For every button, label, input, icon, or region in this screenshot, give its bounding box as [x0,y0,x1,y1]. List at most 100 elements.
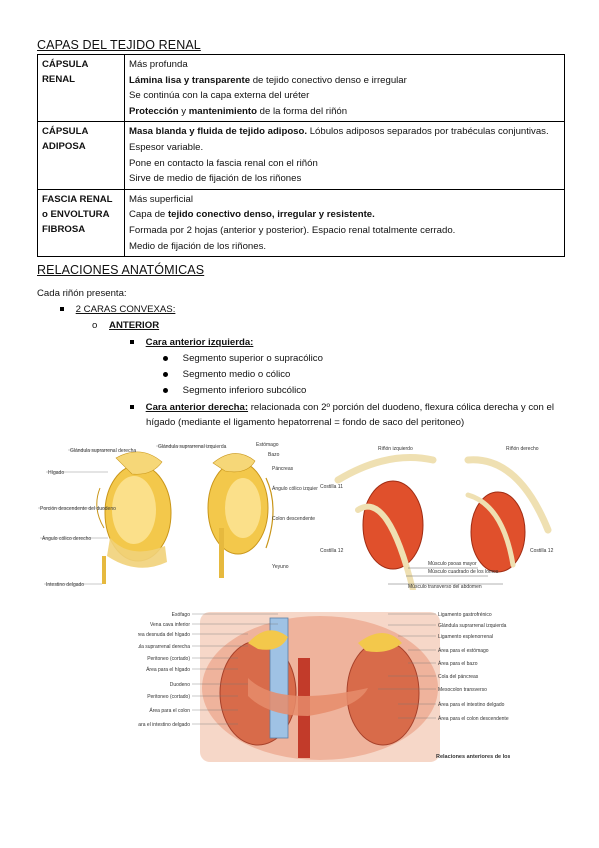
figure-label: Colon descendente [272,516,315,522]
figure-label: Área para el colon descendente [438,715,509,722]
figure-label: Vena cava inferior [150,622,190,628]
figure-label: Músculo cuadrado de los lomos [428,569,499,575]
description-text: Masa blanda y fluida de tejido adiposo. [129,126,308,138]
description-line: Masa blanda y fluida de tejido adiposo. … [129,124,560,140]
description-line: Protección y mantenimiento de la forma d… [129,104,560,120]
description-text: Pone en contacto la fascia renal con el … [129,157,318,169]
figure-label: Duodeno [170,682,191,688]
figure-label: Mesocolon transverso [438,687,487,693]
description-line: Pone en contacto la fascia renal con el … [129,156,560,172]
figure-label: Ligamento gastrofrénico [438,612,492,618]
segmento-label: Segmento inferioro subcólico [182,385,307,396]
description-text: Medio de fijación de los riñones. [129,240,267,252]
figure-label: Glándula suprarrenal izquierda [158,444,227,450]
figure-label: Área para el intestino delgado [438,701,505,708]
description-text: Lóbulos adiposos separados por trabécula… [307,126,549,138]
cara-der-text: relacionada con 2º porción del duodeno, … [248,402,554,413]
figure-label: Área para el hígado [146,666,190,673]
description-line: Se continúa con la capa externa del urét… [129,88,560,104]
figure-label: Porción descendente del duodeno [40,506,116,512]
description-text: Capa de [129,209,168,221]
description-line: Medio de fijación de los riñones. [129,239,560,255]
cara-izq-label: Cara anterior izquierda: [145,337,254,348]
description-text: y [178,105,189,117]
description-line: Más superficial [129,192,560,208]
description-text: Más profunda [129,59,188,70]
round-bullet-icon [163,387,168,393]
figure-label: Costilla 12 [320,548,344,554]
figure-label: Peritoneo (cortado) [147,694,190,700]
figure-label: Yeyuno [272,564,289,570]
figure-label: Peritoneo (cortado) [147,656,190,662]
figure-label: Estómago [256,442,279,448]
description-line: Sirve de medio de fijación de los riñone… [129,171,560,187]
layer-name: CÁPSULA RENAL [37,53,125,123]
caras-convexas-label: 2 CARAS CONVEXAS: [75,304,176,315]
figure-label: Área para el intestino delgado [138,721,190,728]
segmento-label: Segmento superior o supracólico [182,353,323,364]
bullet-segmento-1: Segmento superior o supracólico [163,351,323,366]
figure-label: Hígado [48,470,64,476]
segmento-label: Segmento medio o cólico [182,369,291,380]
description-text: Espesor variable. [129,141,204,153]
figure-label: Páncreas [272,466,294,472]
figure-label: Ángulo cólico derecho [42,535,91,542]
description-line: Lámina lisa y transparente de tejido con… [129,73,560,89]
description-text: Más superficial [129,193,193,205]
figure-label: Cola del páncreas [438,674,479,680]
figure-label: Bazo [268,452,280,458]
cara-der-label: Cara anterior derecha: [145,402,249,413]
layer-name: FASCIA RENAL o ENVOLTURA FIBROSA [37,188,125,258]
square-bullet-icon [130,340,134,345]
intro-text: Cada riñón presenta: [37,288,127,299]
description-text: Sirve de medio de fijación de los riñone… [129,173,302,185]
section-title-relaciones: RELACIONES ANATÓMICAS [37,263,205,277]
round-bullet-icon [163,371,168,377]
description-text: mantenimiento [188,105,257,117]
description-text: de la forma del riñón [256,105,348,117]
figure-label: Intestino delgado [46,582,84,588]
cara-der-text-line2: hígado (mediante el ligamento hepatorren… [146,417,465,428]
description-text: Protección [129,105,179,117]
figure-label: Costilla 12 [530,548,554,554]
figure-label: Glándula suprarrenal derecha [70,448,136,454]
description-text: Lámina lisa y transparente [129,74,251,86]
figure-label: Esófago [172,612,191,618]
figure-label: Riñón derecho [506,446,539,452]
bullet-segmento-2: Segmento medio o cólico [163,367,290,382]
description-line: Espesor variable. [129,140,560,156]
figure-caption: Relaciones anteriores de los riñones [436,754,510,760]
figure-label: Área para el estómago [438,647,489,654]
figure-label: Músculo transverso del abdomen [408,584,482,590]
figure-label: Área para el área desnuda del hígado [138,631,190,638]
round-bullet-icon [163,355,168,361]
figure-label: Ángulo cólico izquierdo [272,485,318,492]
section-title-capas: CAPAS DEL TEJIDO RENAL [37,38,201,52]
figure-label: Área para el bazo [438,660,478,667]
right-kidney-drawing [96,451,172,584]
kidney-anterior-illustration: Glándula suprarrenal derechaHígadoPorció… [38,442,318,588]
square-bullet-icon [130,405,134,410]
figure-label: Costilla 11 [320,484,343,490]
description-text: Formada por 2 hojas (anterior y posterio… [129,224,456,236]
bullet-anterior: o ANTERIOR [92,318,159,333]
left-kidney-drawing [207,453,274,578]
layer-description: Masa blanda y fluida de tejido adiposo. … [124,121,565,190]
description-line: Más profunda [129,57,560,73]
figure-label: Riñón izquierdo [378,446,413,452]
bullet-cara-izq: Cara anterior izquierda: [130,335,253,350]
circle-bullet-icon: o [92,320,98,331]
description-text: tejido conectivo denso, irregular y resi… [167,209,375,221]
description-line: Formada por 2 hojas (anterior y posterio… [129,223,560,239]
bullet-caras-convexas: 2 CARAS CONVEXAS: [60,302,175,317]
description-line: Capa de tejido conectivo denso, irregula… [129,207,560,223]
figure-label: Ligamento esplenorrenal [438,634,493,640]
bullet-cara-der: Cara anterior derecha: relacionada con 2… [130,400,570,415]
